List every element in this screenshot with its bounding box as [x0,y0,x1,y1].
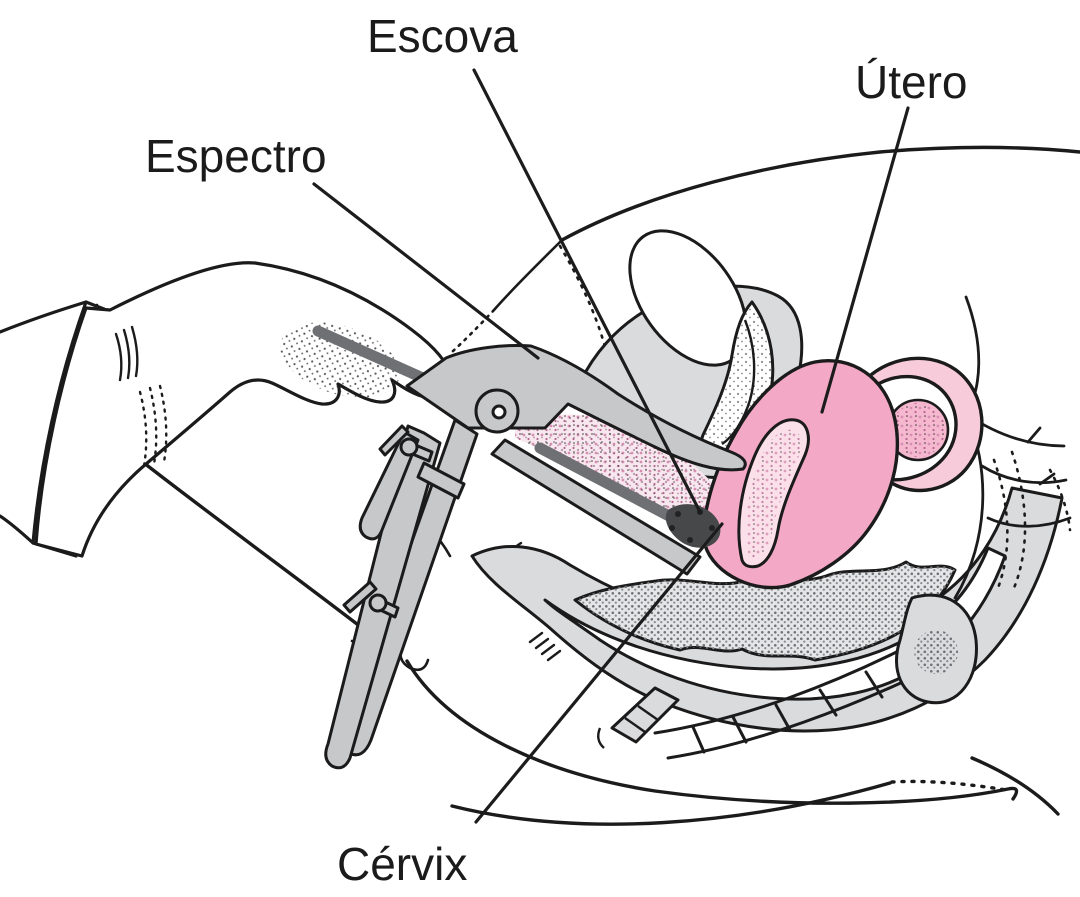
anal-canal-line-2 [637,705,659,721]
thumb-stipple [280,322,400,398]
leader-line-cervix [474,522,724,824]
label-utero: Útero [855,56,967,108]
uterus-group [702,356,984,590]
thigh-curve-dotted [890,779,1008,792]
leader-line-espectro [312,182,540,360]
sacrum-band-upper [653,634,930,735]
abdomen-outline [560,145,1080,242]
endometrial-canal-texture [745,429,802,559]
coccyx-texture [914,630,958,674]
sacral-dotted-lines [992,450,1072,590]
gloved-hand [0,261,455,558]
leader-lines [312,68,910,824]
arm-line-upper [0,300,88,334]
wrist-wrinkles [114,325,139,382]
leader-line-utero [820,106,910,414]
brush-tip-bristles [669,509,715,543]
arm-line-lower [0,514,35,545]
speculum-crossbar [416,461,466,500]
thumbscrew-upper [378,424,434,463]
speculum-lower-blade [490,438,702,576]
sampling-brush [534,442,721,548]
label-cervix: Cérvix [337,838,467,890]
anal-canal-line-1 [624,717,646,733]
perineum-line [142,461,372,636]
muscle-hatching-lower [528,631,562,662]
ovary-texture [891,403,945,457]
urethra-fold-line [721,319,756,446]
glove-wrinkles-dotted [138,384,168,468]
thumbscrew-lower [342,580,400,619]
thigh-curve [450,781,892,826]
speculum-pivot-hole [491,404,507,420]
speculum-body-upper-blade [405,344,747,472]
buttock-fold-right [970,756,1060,816]
label-escova: Escova [367,10,518,62]
buttock-curve [405,659,1019,805]
speculum-grip-bar [358,430,420,541]
labels: Escova Útero Espectro Cérvix [145,10,967,890]
anal-canal [610,686,680,744]
brush-rod-front [534,442,694,532]
sacrum-region [653,295,1072,760]
anus-fold [597,727,605,749]
mons-pubis-dotted [450,308,496,354]
leader-line-escova [472,68,702,514]
pelvic-dotted-line [558,244,607,349]
sacrum-segments [691,649,926,754]
speculum [324,344,747,770]
rectum-lumen [543,546,1007,701]
label-espectro: Espectro [145,130,327,182]
mons-pubis-outline [492,238,564,312]
